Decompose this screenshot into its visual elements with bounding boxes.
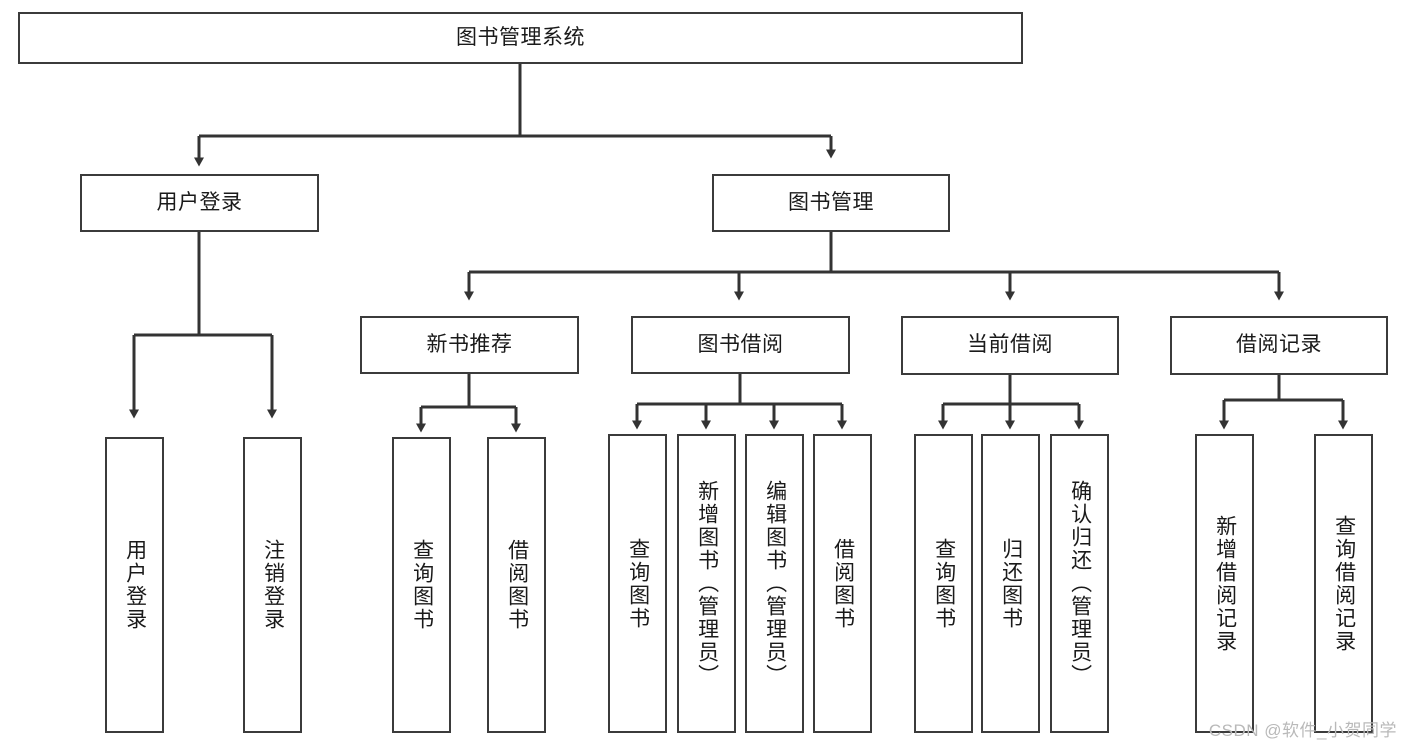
leaf-label: 新增借阅记录 [1213, 514, 1237, 653]
node-new-book-recommend[interactable]: 新书推荐 [360, 316, 579, 374]
node-new-book-recommend-label: 新书推荐 [426, 332, 513, 356]
leaf-label: 编辑图书（管理员） [763, 480, 787, 687]
node-root-label: 图书管理系统 [456, 25, 585, 49]
leaf-label: 查询图书 [626, 537, 650, 630]
leaf-label: 用户登录 [123, 539, 147, 631]
leaf-label: 新增图书（管理员） [695, 480, 719, 687]
leaf-current-confirm-return-admin[interactable]: 确认归还（管理员） [1050, 434, 1109, 733]
node-user-login[interactable]: 用户登录 [80, 174, 319, 232]
leaf-borrow-query-book[interactable]: 查询图书 [608, 434, 667, 733]
node-user-login-label: 用户登录 [156, 190, 243, 214]
leaf-user-login-signin[interactable]: 用户登录 [105, 437, 164, 733]
node-book-management-label: 图书管理 [788, 190, 874, 214]
node-book-borrow-label: 图书借阅 [697, 332, 784, 356]
node-current-borrow-label: 当前借阅 [967, 333, 1053, 357]
watermark: CSDN @软件_小贺同学 [1208, 721, 1397, 740]
leaf-borrow-edit-book-admin[interactable]: 编辑图书（管理员） [745, 434, 804, 733]
leaf-borrow-add-book-admin[interactable]: 新增图书（管理员） [677, 434, 736, 733]
leaf-current-query-book[interactable]: 查询图书 [914, 434, 973, 733]
leaf-label: 查询图书 [932, 537, 956, 630]
leaf-recommend-borrow-book[interactable]: 借阅图书 [487, 437, 546, 733]
leaf-label: 注销登录 [261, 539, 285, 631]
leaf-label: 归还图书 [999, 537, 1023, 630]
leaf-label: 借阅图书 [831, 537, 855, 630]
node-borrow-record[interactable]: 借阅记录 [1170, 316, 1388, 375]
node-current-borrow[interactable]: 当前借阅 [901, 316, 1119, 375]
leaf-label: 借阅图书 [505, 539, 529, 631]
node-book-borrow[interactable]: 图书借阅 [631, 316, 850, 374]
leaf-record-query-record[interactable]: 查询借阅记录 [1314, 434, 1373, 733]
node-book-management[interactable]: 图书管理 [712, 174, 950, 232]
leaf-user-login-signout[interactable]: 注销登录 [243, 437, 302, 733]
leaf-record-add-record[interactable]: 新增借阅记录 [1195, 434, 1254, 733]
leaf-label: 查询借阅记录 [1332, 514, 1356, 653]
leaf-current-return-book[interactable]: 归还图书 [981, 434, 1040, 733]
leaf-borrow-borrow-book[interactable]: 借阅图书 [813, 434, 872, 733]
node-borrow-record-label: 借阅记录 [1236, 333, 1322, 357]
leaf-recommend-query-book[interactable]: 查询图书 [392, 437, 451, 733]
node-root[interactable]: 图书管理系统 [18, 12, 1023, 64]
leaf-label: 查询图书 [410, 539, 434, 631]
leaf-label: 确认归还（管理员） [1068, 480, 1092, 687]
